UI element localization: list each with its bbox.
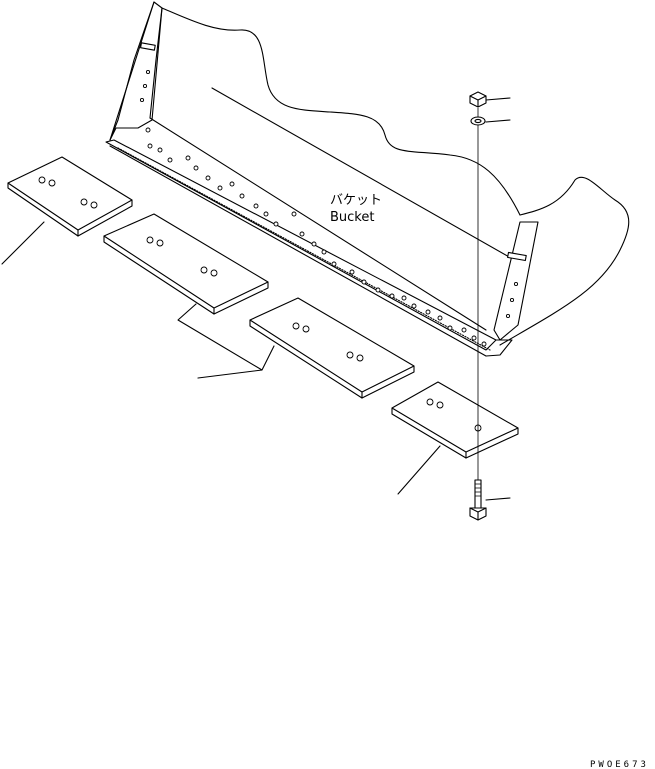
drawing-code: PWOE673 — [590, 760, 649, 769]
bucket-right-side-plate — [493, 221, 539, 341]
cutting-edge-center-2 — [249, 297, 415, 399]
bucket — [105, 1, 630, 357]
bucket-break-line — [161, 7, 521, 216]
right-plate-bolt-holes — [505, 281, 519, 319]
cutting-edge-center-1 — [103, 213, 269, 315]
bucket-inner-line — [211, 87, 519, 263]
bucket-label: バケット Bucket — [330, 193, 382, 225]
bucket-lip-bolt-holes — [145, 127, 487, 347]
leader-end-right — [397, 445, 441, 495]
bucket-label-en: Bucket — [330, 210, 374, 225]
bucket-break-line-right — [499, 176, 630, 346]
bucket-label-jp: バケット — [330, 193, 382, 208]
washer — [470, 116, 486, 126]
bolt — [469, 479, 487, 521]
leader-washer — [485, 119, 511, 123]
left-plate-bolt-holes — [139, 69, 151, 103]
leader-lines — [1, 97, 511, 501]
leader-nut — [485, 97, 511, 101]
bucket-floor-line — [149, 117, 487, 331]
cutting-edge-end-left — [7, 156, 133, 237]
leader-bolt — [485, 497, 511, 501]
nut — [469, 91, 487, 108]
leader-center-edges — [177, 303, 275, 379]
cutting-edge-end-right — [391, 381, 519, 459]
leader-end-left — [1, 221, 45, 265]
